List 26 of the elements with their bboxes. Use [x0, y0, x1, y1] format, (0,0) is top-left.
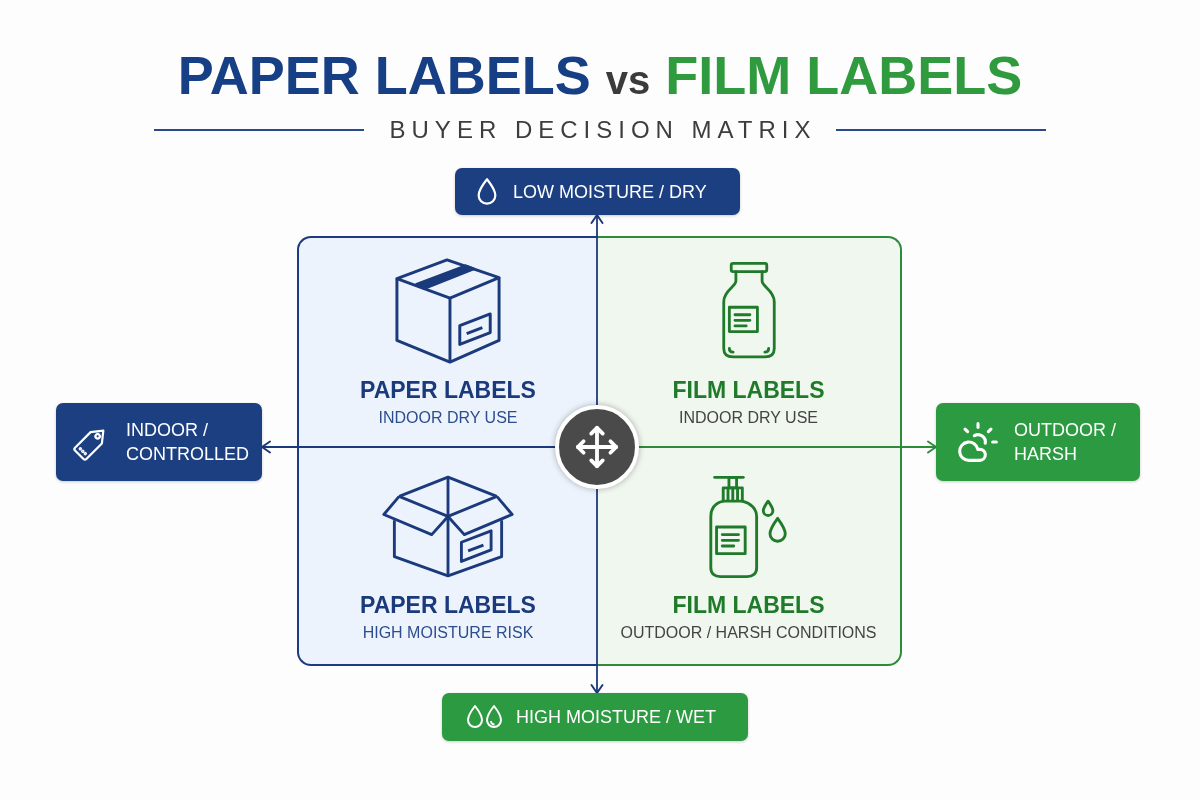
arrow: [638, 440, 937, 454]
condition-pill: [936, 403, 1140, 481]
quadrant-description: INDOOR DRY USE: [378, 408, 518, 428]
arrow: [590, 214, 604, 406]
quadrant-heading: PAPER LABELS: [360, 591, 536, 619]
quadrant-description: INDOOR DRY USE: [679, 408, 818, 428]
condition-pill: [455, 168, 740, 215]
quadrant-heading: PAPER LABELS: [360, 376, 536, 404]
quadrant-panel: [597, 447, 902, 666]
quadrant-description: OUTDOOR / HARSH CONDITIONS: [620, 623, 877, 643]
condition-pill: [56, 403, 262, 481]
condition-label: HIGH MOISTURE / WET: [516, 706, 716, 729]
quadrant-panel: [597, 236, 902, 447]
condition-label: INDOOR / CONTROLLED: [126, 419, 251, 466]
arrow: [261, 440, 556, 454]
arrow: [590, 488, 604, 694]
quadrant-heading: FILM LABELS: [672, 376, 825, 404]
quadrant-panel: [297, 236, 597, 447]
quadrant-description: HIGH MOISTURE RISK: [362, 623, 534, 643]
condition-pill: [442, 693, 748, 741]
quadrant-panel: [297, 447, 597, 666]
condition-label: LOW MOISTURE / DRY: [513, 180, 707, 204]
title: PAPER LABELS vs FILM LABELS: [177, 44, 1023, 107]
quadrant-heading: FILM LABELS: [672, 591, 825, 619]
subtitle: BUYER DECISION MATRIX: [388, 116, 817, 144]
condition-label: OUTDOOR / HARSH: [1014, 419, 1117, 466]
